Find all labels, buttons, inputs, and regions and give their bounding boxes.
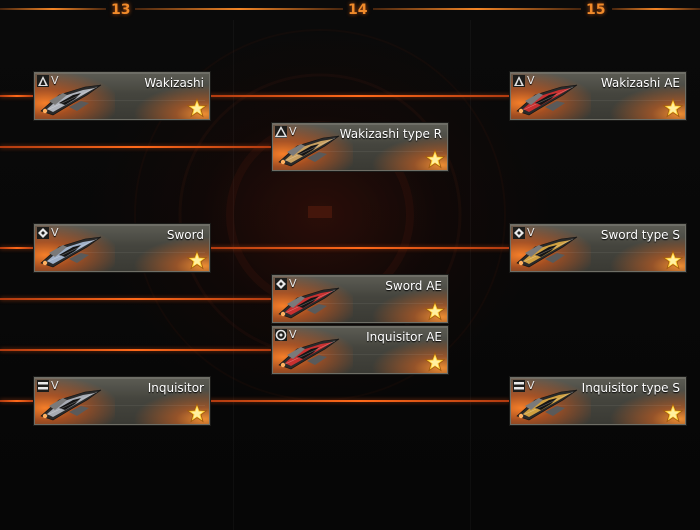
ship-image [40, 389, 102, 421]
triangle-class-icon [37, 75, 49, 87]
ship-tier-label: V [527, 226, 535, 239]
tree-connector [208, 247, 510, 249]
diamond-class-icon [513, 227, 525, 239]
tree-connector [0, 349, 272, 351]
ship-class-badge: V [275, 125, 297, 139]
tree-connector [0, 247, 34, 249]
card-divider [551, 252, 681, 253]
ship-tier-label: V [527, 74, 535, 87]
card-divider [551, 405, 681, 406]
star-icon [186, 98, 208, 118]
card-divider [313, 354, 443, 355]
ship-card-sword[interactable]: V Sword [34, 224, 210, 272]
circle-class-icon [275, 329, 287, 341]
ship-card-inquisitor-ae[interactable]: V Inquisitor AE [272, 326, 448, 374]
star-icon [186, 250, 208, 270]
ship-tier-label: V [51, 226, 59, 239]
triangle-class-icon [513, 75, 525, 87]
tree-connector [208, 95, 510, 97]
ship-name: Inquisitor type S [581, 381, 680, 395]
ship-class-badge: V [275, 328, 297, 342]
tree-connector [0, 95, 34, 97]
tree-connector [208, 400, 510, 402]
ship-name: Sword type S [600, 228, 680, 242]
ship-card-wakizashi-ae[interactable]: V Wakizashi AE [510, 72, 686, 120]
diamond-class-icon [37, 227, 49, 239]
ship-class-badge: V [275, 277, 297, 291]
ship-name: Wakizashi [144, 76, 204, 90]
ship-image [278, 287, 340, 319]
ship-image [40, 236, 102, 268]
star-icon [424, 352, 446, 372]
card-divider [75, 405, 205, 406]
ship-class-badge: V [513, 379, 535, 393]
star-icon [662, 403, 684, 423]
star-icon [662, 98, 684, 118]
star-icon [186, 403, 208, 423]
ship-card-wakizashi-type-r[interactable]: V Wakizashi type R [272, 123, 448, 171]
ship-image [516, 84, 578, 116]
ship-card-sword-type-s[interactable]: V Sword type S [510, 224, 686, 272]
bars-class-icon [37, 380, 49, 392]
level-header: 13 14 15 [0, 0, 700, 20]
star-icon [424, 301, 446, 321]
tree-connector [0, 146, 272, 148]
ship-class-badge: V [513, 74, 535, 88]
level-14-label: 14 [348, 2, 368, 18]
ship-tier-label: V [289, 328, 297, 341]
ship-image [40, 84, 102, 116]
tree-connector [0, 298, 272, 300]
ship-card-wakizashi[interactable]: V Wakizashi [34, 72, 210, 120]
bars-class-icon [513, 380, 525, 392]
ship-image [516, 389, 578, 421]
ship-class-badge: V [513, 226, 535, 240]
level-15-label: 15 [586, 2, 606, 18]
ship-name: Inquisitor AE [366, 330, 442, 344]
ship-name: Wakizashi AE [600, 76, 680, 90]
star-icon [662, 250, 684, 270]
ship-name: Sword [166, 228, 204, 242]
ship-class-badge: V [37, 379, 59, 393]
card-divider [551, 100, 681, 101]
ship-tier-label: V [289, 277, 297, 290]
card-divider [75, 252, 205, 253]
level-header-line [0, 8, 106, 10]
ship-name: Inquisitor [147, 381, 204, 395]
card-divider [313, 303, 443, 304]
ship-card-inquisitor[interactable]: V Inquisitor [34, 377, 210, 425]
card-divider [313, 151, 443, 152]
card-divider [75, 100, 205, 101]
level-13-label: 13 [111, 2, 131, 18]
ship-image [516, 236, 578, 268]
ship-name: Wakizashi type R [339, 127, 442, 141]
level-header-line [612, 8, 700, 10]
ship-card-sword-ae[interactable]: V Sword AE [272, 275, 448, 323]
level-header-line [135, 8, 343, 10]
triangle-outline-class-icon [275, 126, 287, 138]
ship-tier-label: V [527, 379, 535, 392]
ship-image [278, 338, 340, 370]
tree-connector [0, 400, 34, 402]
diamond-class-icon [275, 278, 287, 290]
ship-image [278, 135, 340, 167]
ship-class-badge: V [37, 74, 59, 88]
ship-card-inquisitor-type-s[interactable]: V Inquisitor type S [510, 377, 686, 425]
star-icon [424, 149, 446, 169]
ship-name: Sword AE [385, 279, 442, 293]
ship-tier-label: V [289, 125, 297, 138]
ship-tier-label: V [51, 74, 59, 87]
ship-tier-label: V [51, 379, 59, 392]
ship-class-badge: V [37, 226, 59, 240]
level-header-line [373, 8, 581, 10]
